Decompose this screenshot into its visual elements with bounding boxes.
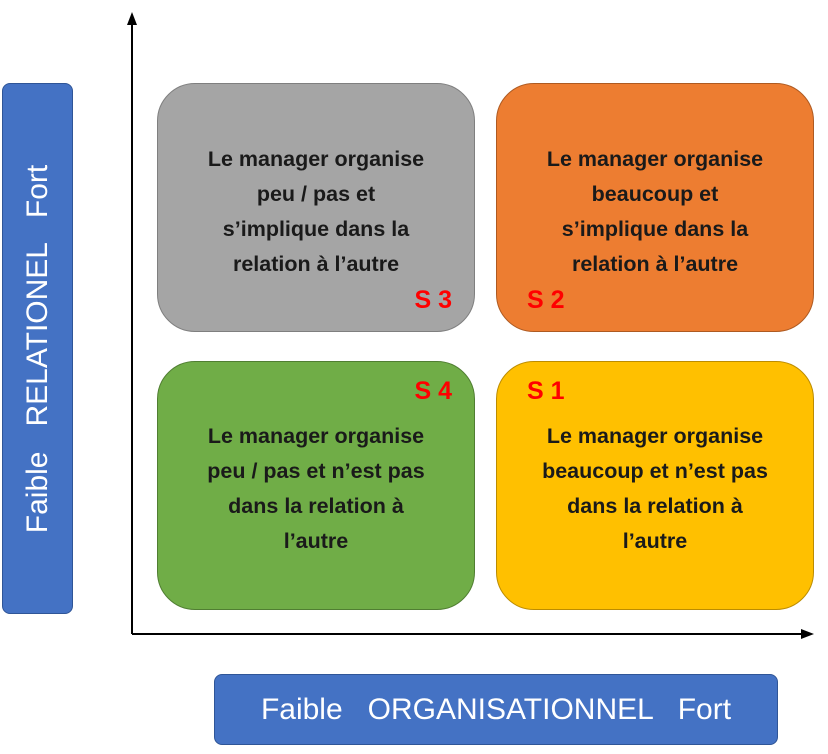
quadrant-s1-text: Le manager organise beaucoup et n’est pa… <box>542 424 768 553</box>
quadrant-s4-label: S 4 <box>414 377 452 405</box>
quadrant-s3-label: S 3 <box>414 286 452 314</box>
x-axis-arrowhead <box>801 629 814 639</box>
y-axis-arrowhead <box>127 12 137 25</box>
quadrant-s4: S 4 Le manager organise peu / pas et n’e… <box>157 361 475 610</box>
x-axis-label: Faible ORGANISATIONNEL Fort <box>260 692 732 726</box>
x-axis-label-box: Faible ORGANISATIONNEL Fort <box>214 674 778 745</box>
quadrant-s2-label: S 2 <box>527 286 565 314</box>
y-axis-label-box: Faible RELATIONEL Fort <box>2 83 73 614</box>
quadrant-s1: S 1 Le manager organise beaucoup et n’es… <box>496 361 814 610</box>
quadrant-s3-text: Le manager organise peu / pas et s’impli… <box>207 147 425 276</box>
quadrant-s1-label: S 1 <box>527 377 565 405</box>
y-axis-label: Faible RELATIONEL Fort <box>20 164 54 533</box>
quadrant-s4-text: Le manager organise peu / pas et n’est p… <box>207 424 425 553</box>
quadrant-s3: Le manager organise peu / pas et s’impli… <box>157 83 475 332</box>
quadrant-s2-text: Le manager organise beaucoup et s’impliq… <box>546 147 764 276</box>
quadrant-s2: Le manager organise beaucoup et s’impliq… <box>496 83 814 332</box>
